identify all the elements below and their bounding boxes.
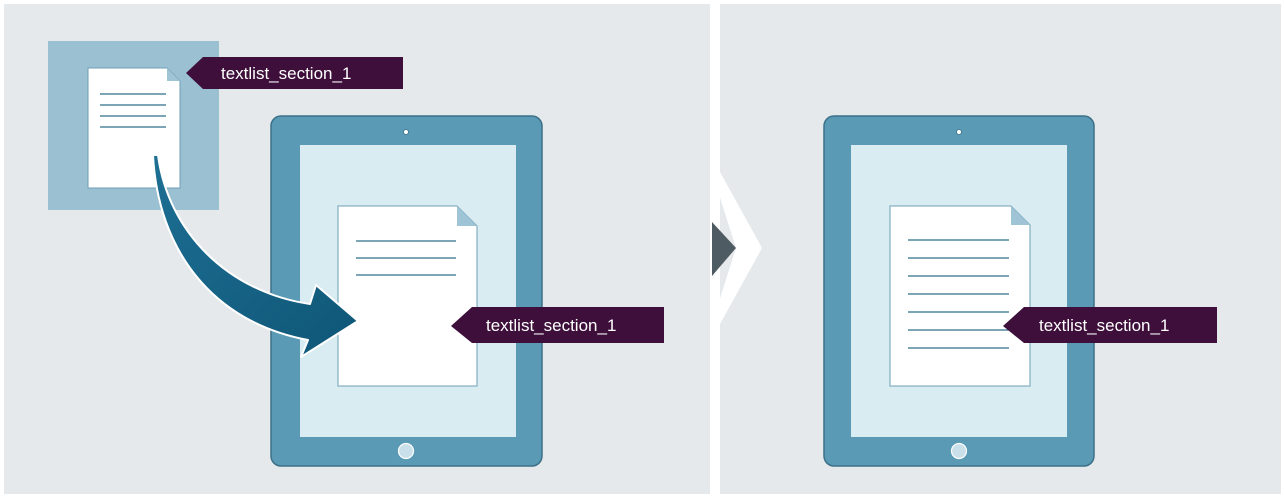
camera-icon	[403, 129, 409, 135]
result-document-icon	[889, 205, 1031, 387]
camera-icon	[956, 129, 962, 135]
result-label-text: textlist_section_1	[1039, 316, 1169, 335]
source-label-text: textlist_section_1	[221, 64, 351, 83]
source-document-icon	[87, 67, 181, 189]
imported-document-icon	[337, 205, 478, 387]
import-arrow-icon	[152, 154, 359, 358]
home-button-icon	[950, 442, 968, 460]
device-label-text: textlist_section_1	[486, 316, 616, 335]
result-label-tag: textlist_section_1	[1003, 307, 1217, 343]
step-divider	[710, 0, 762, 498]
device-label-tag: textlist_section_1	[451, 307, 664, 343]
source-label-tag: textlist_section_1	[186, 57, 403, 89]
chevron-right-icon	[712, 222, 736, 276]
home-button-icon	[397, 442, 415, 460]
